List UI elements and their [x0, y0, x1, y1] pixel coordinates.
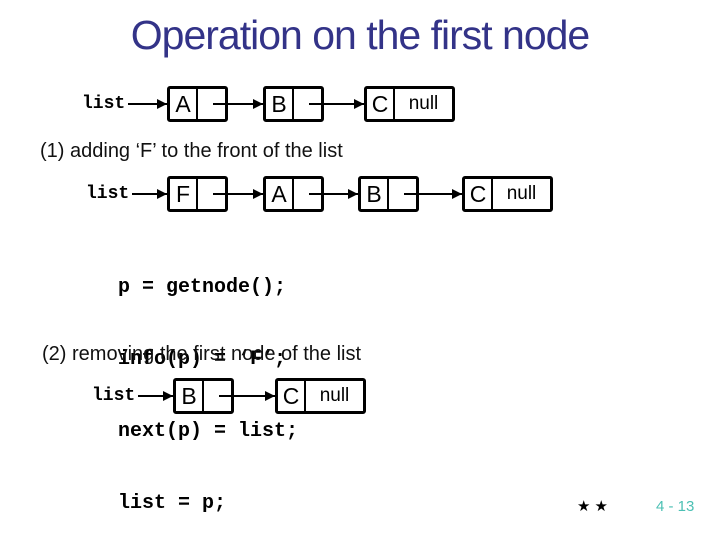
section-1-heading: (1) adding ‘F’ to the front of the list: [40, 140, 343, 162]
node-data-cell: A: [266, 179, 294, 209]
pointer-arrow: [309, 99, 364, 109]
footer-stars: ★★: [577, 498, 612, 515]
node-data-cell: C: [278, 381, 306, 411]
list-pointer-label: list: [82, 94, 126, 114]
d1-node-a: A: [167, 86, 228, 122]
d1-node-c: C null: [364, 86, 455, 122]
pointer-arrow: [309, 189, 358, 199]
node-null-cell: null: [319, 385, 350, 406]
pointer-arrow: [128, 99, 167, 109]
node-data-cell: C: [465, 179, 493, 209]
pointer-arrow: [138, 391, 173, 401]
list-pointer-label: list: [92, 386, 136, 406]
d3-node-b: B: [173, 378, 234, 414]
pointer-arrow: [213, 99, 263, 109]
node-data-cell: C: [367, 89, 395, 119]
list-pointer-label: list: [86, 184, 130, 204]
node-null-cell: null: [408, 93, 439, 114]
node-data-cell: B: [361, 179, 389, 209]
node-null-cell: null: [506, 183, 537, 204]
code-line: list = p;: [118, 492, 227, 515]
code-block: p = getnode(); info(p) = ‘F’; next(p) = …: [118, 228, 298, 540]
code-line: p = getnode();: [118, 276, 287, 299]
pointer-arrow: [213, 189, 263, 199]
slide-title: Operation on the first node: [130, 12, 590, 58]
d3-node-c: C null: [275, 378, 366, 414]
node-data-cell: F: [170, 179, 198, 209]
pointer-arrow: [132, 189, 167, 199]
pointer-arrow: [219, 391, 275, 401]
code-line: info(p) = ‘F’;: [118, 348, 287, 371]
pointer-arrow: [404, 189, 462, 199]
node-data-cell: A: [170, 89, 198, 119]
code-line: next(p) = list;: [118, 420, 299, 443]
d2-node-c: C null: [462, 176, 553, 212]
node-data-cell: B: [176, 381, 204, 411]
node-data-cell: B: [266, 89, 294, 119]
section-2-heading: (2) removing the first node of the list: [42, 343, 362, 365]
page-number: 4 - 13: [656, 498, 695, 515]
